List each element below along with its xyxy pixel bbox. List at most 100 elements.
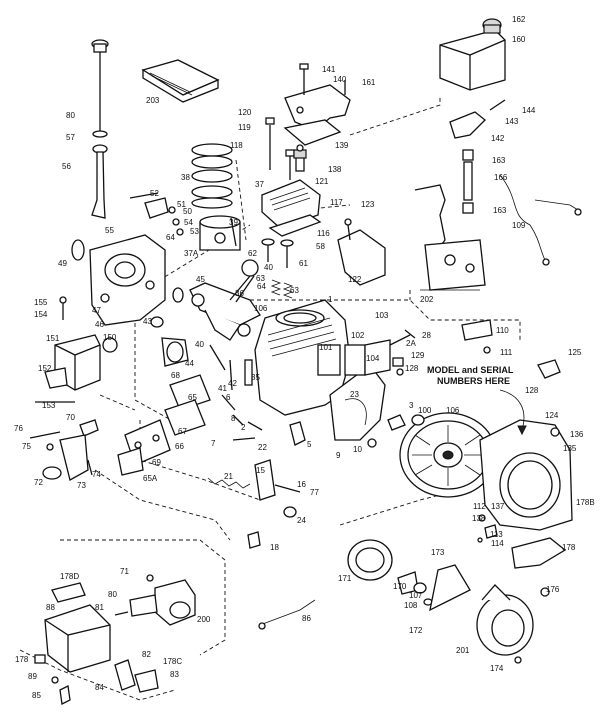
part-label-161: 161 [362, 78, 376, 87]
part-label-178: 178 [15, 655, 29, 664]
bearing-seals [150, 287, 189, 367]
part-label-82: 82 [142, 650, 151, 659]
part-label-86: 86 [302, 614, 311, 623]
part-label-57: 57 [66, 133, 75, 142]
part-label-200: 200 [197, 615, 211, 624]
part-label-56: 56 [62, 162, 71, 171]
part-label-66: 66 [175, 442, 184, 451]
part-label-85: 85 [32, 691, 41, 700]
flywheel [399, 412, 497, 498]
governor-parts [129, 192, 184, 236]
part-label-65: 65 [188, 393, 197, 402]
crankcase-cover [71, 234, 166, 326]
part-label-15: 15 [256, 466, 265, 475]
breather-plate [337, 218, 386, 286]
part-label-10: 10 [353, 445, 362, 454]
part-label-64a: 64 [166, 233, 175, 242]
small-upper-right [461, 319, 561, 379]
part-label-119: 119 [238, 123, 251, 132]
part-label-138b: 138 [472, 514, 486, 523]
part-label-172: 172 [409, 626, 423, 635]
part-label-174: 174 [490, 664, 504, 673]
part-label-114: 114 [491, 539, 504, 548]
part-label-139: 139 [335, 141, 349, 150]
valve-springs [270, 279, 294, 299]
part-label-178c: 178C [163, 657, 182, 666]
part-label-68: 68 [171, 371, 180, 380]
part-label-141: 141 [322, 65, 336, 74]
air-cleaner [34, 582, 159, 705]
part-label-178b: 178B [576, 498, 595, 507]
part-label-72: 72 [34, 478, 43, 487]
part-label-45: 45 [196, 275, 205, 284]
part-label-74: 74 [92, 470, 101, 479]
part-label-42: 42 [228, 379, 237, 388]
part-label-23: 23 [350, 390, 359, 399]
part-label-163a: 163 [492, 156, 506, 165]
governor-linkage [207, 459, 301, 549]
crankshaft [189, 282, 261, 341]
part-label-7: 7 [211, 439, 216, 448]
part-label-128a: 128 [405, 364, 419, 373]
part-label-201: 201 [456, 646, 470, 655]
part-label-28: 28 [422, 331, 431, 340]
part-label-106b: 106 [446, 406, 460, 415]
part-label-73: 73 [77, 481, 86, 490]
part-label-63b: 63 [290, 286, 299, 295]
part-label-137: 137 [491, 502, 505, 511]
part-label-152: 152 [38, 364, 52, 373]
part-label-71: 71 [120, 567, 129, 576]
part-label-124: 124 [545, 411, 559, 420]
part-label-113: 113 [490, 530, 503, 539]
part-label-39: 39 [229, 218, 238, 227]
part-label-108: 108 [404, 601, 418, 610]
part-label-103: 103 [375, 311, 389, 320]
starter-pulley [347, 539, 471, 612]
part-label-109: 109 [512, 221, 526, 230]
part-label-53: 53 [190, 227, 199, 236]
part-label-101: 101 [319, 343, 333, 352]
part-label-38: 38 [181, 173, 190, 182]
part-label-2: 2 [241, 423, 246, 432]
part-label-37: 37 [255, 180, 264, 189]
owners-manual [141, 59, 220, 103]
part-label-36: 36 [235, 289, 244, 298]
part-label-202: 202 [420, 295, 434, 304]
part-label-50: 50 [183, 207, 192, 216]
part-label-162: 162 [512, 15, 526, 24]
part-label-140: 140 [333, 75, 347, 84]
connecting-rod [229, 259, 259, 303]
part-label-77: 77 [310, 488, 319, 497]
part-label-110: 110 [496, 326, 509, 335]
part-label-47: 47 [92, 306, 101, 315]
part-label-46: 46 [95, 320, 104, 329]
part-label-62: 62 [248, 249, 257, 258]
part-label-123: 123 [361, 200, 375, 209]
fuel-line [449, 99, 506, 214]
fuel-tank [439, 18, 506, 91]
part-label-116: 116 [317, 229, 330, 238]
part-label-1: 1 [328, 295, 333, 304]
part-label-67: 67 [178, 427, 187, 436]
part-label-170: 170 [393, 582, 407, 591]
part-label-129: 129 [411, 351, 425, 360]
part-label-155: 155 [34, 298, 48, 307]
part-label-83: 83 [170, 670, 179, 679]
part-label-6: 6 [226, 393, 231, 402]
part-label-122: 122 [348, 275, 362, 284]
intake-gaskets [117, 374, 211, 476]
part-label-54: 54 [184, 218, 193, 227]
part-label-58: 58 [316, 242, 325, 251]
cylinder-block [254, 299, 351, 416]
part-label-178: 178 [562, 543, 576, 552]
part-label-150: 150 [103, 333, 117, 342]
part-label-166: 166 [494, 173, 508, 182]
part-label-75: 75 [22, 442, 31, 451]
part-label-40b: 40 [195, 340, 204, 349]
part-label-102: 102 [351, 331, 365, 340]
part-label-22: 22 [258, 443, 267, 452]
part-label-163b: 163 [493, 206, 507, 215]
part-label-61: 61 [299, 259, 308, 268]
